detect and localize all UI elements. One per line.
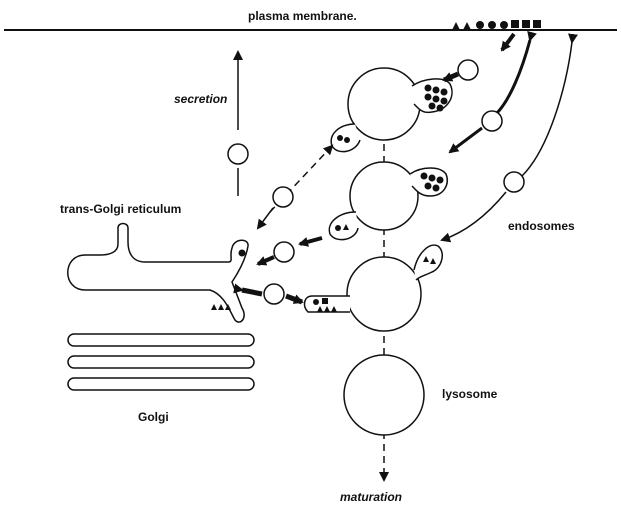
endosome2-tgn-arrow-b: [258, 257, 274, 264]
golgi-cisterna-2: [68, 356, 254, 368]
secretion-vesicle: [228, 144, 248, 164]
membrane-to-endosome-3: [522, 42, 572, 176]
intermediate-endosome: [329, 162, 447, 240]
transport-vesicle-1: [273, 187, 293, 207]
endocytosis-arrow-1b: [444, 74, 458, 80]
plasma-membrane-label: plasma membrane.: [248, 10, 357, 22]
membrane-receptors: [452, 20, 541, 30]
endosome2-tgn-arrow: [300, 238, 322, 244]
tgn-endosome3-arrow: [242, 290, 262, 294]
endocytosis-arrow-2: [450, 128, 482, 152]
transport-vesicle-2: [274, 242, 294, 262]
lysosome: [344, 355, 424, 435]
secretion-label: secretion: [174, 93, 227, 105]
endosomes-label: endosomes: [508, 220, 575, 232]
endocytic-vesicle-1: [458, 60, 478, 80]
lysosome-label: lysosome: [442, 388, 497, 400]
early-endosome: [331, 68, 452, 152]
golgi-cisterna-3: [68, 378, 254, 390]
trans-golgi-reticulum-label: trans-Golgi reticulum: [60, 203, 181, 215]
late-endosome: [305, 245, 443, 331]
golgi-cisterna-1: [68, 334, 254, 346]
maturation-label: maturation: [340, 491, 402, 503]
tgn-endosome1-return: [258, 208, 273, 228]
endocytosis-arrow-3: [442, 192, 506, 240]
golgi-label: Golgi: [138, 411, 169, 423]
endocytic-vesicle-2: [482, 111, 502, 131]
membrane-to-endosome-2: [496, 40, 530, 114]
endocytosis-arrow-1: [502, 34, 514, 50]
endosome3-arrow: [286, 296, 302, 302]
transport-vesicle-3: [264, 284, 284, 304]
endocytic-vesicle-3: [504, 172, 524, 192]
